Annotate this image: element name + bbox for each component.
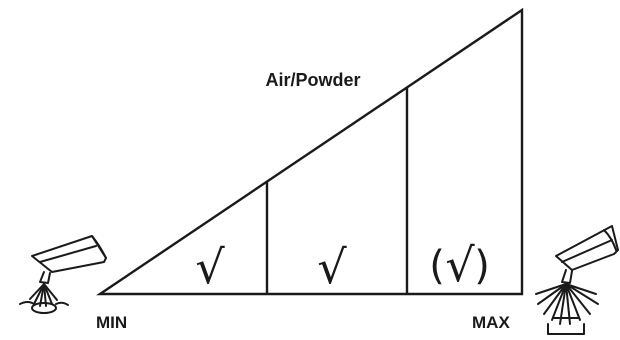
zone-2-check-mark: √ (317, 240, 347, 294)
zone-3: ( √ ) (429, 238, 490, 292)
max-label: MAX (472, 313, 510, 332)
zone-2: √ (317, 240, 347, 294)
zone-3-check-mark: √ (445, 238, 475, 292)
diagram-title: Air/Powder (265, 70, 360, 90)
spray-gun-narrow-icon (20, 236, 106, 313)
zone-1-check-mark: √ (195, 240, 225, 294)
zone-3-close-paren: ) (474, 243, 490, 289)
min-label: MIN (96, 313, 127, 332)
zone-3-open-paren: ( (429, 243, 445, 289)
spray-gun-wide-icon (536, 226, 618, 334)
zone-1: √ (195, 240, 225, 294)
